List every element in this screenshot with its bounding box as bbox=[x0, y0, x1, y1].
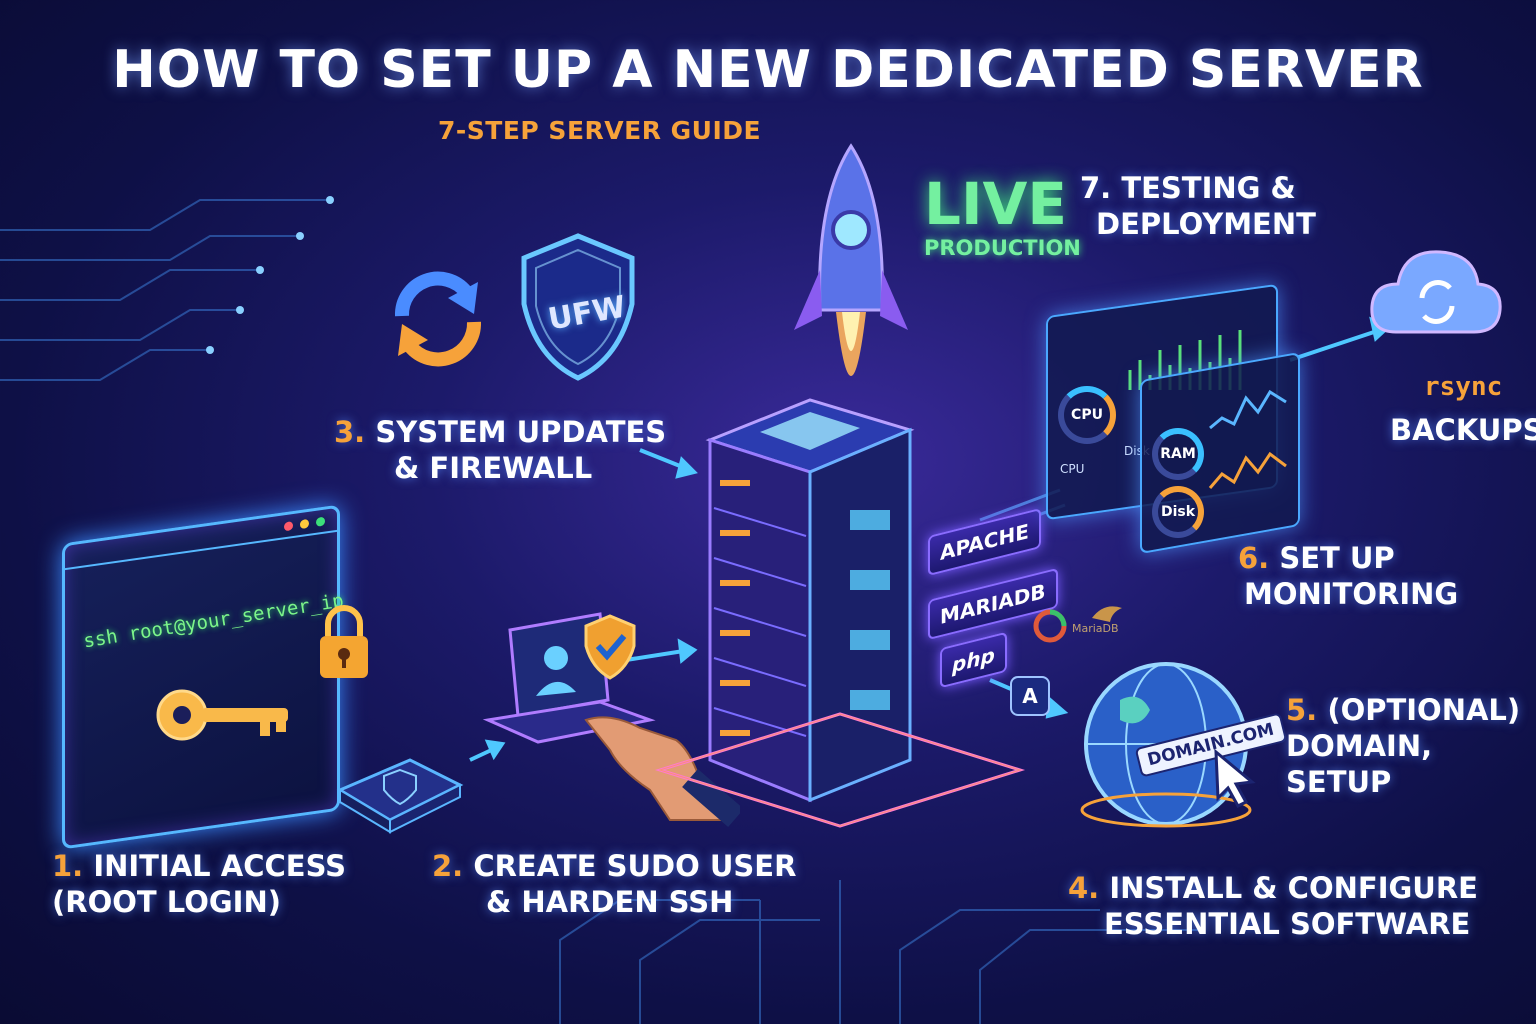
step-1-label: 1. INITIAL ACCESS(ROOT LOGIN) bbox=[52, 849, 347, 919]
shield-check-icon bbox=[584, 614, 636, 680]
line-graph-icon bbox=[1208, 389, 1287, 489]
key-icon bbox=[156, 689, 288, 741]
rocket-icon bbox=[794, 143, 908, 376]
live-label: LIVE bbox=[924, 170, 1068, 238]
step-3-label: 3. SYSTEM UPDATES& FIREWALL bbox=[334, 415, 667, 485]
rsync-label: rsync bbox=[1424, 372, 1503, 402]
server-icon bbox=[705, 398, 915, 803]
production-label: PRODUCTION bbox=[924, 236, 1081, 260]
page-title: HOW TO SET UP A NEW DEDICATED SERVER bbox=[112, 40, 1424, 100]
server-base-glow bbox=[654, 712, 1026, 828]
user-laptop-icon bbox=[482, 612, 656, 744]
padlock-icon bbox=[320, 605, 368, 678]
sync-icon bbox=[394, 271, 482, 367]
step-5-label: 5. (OPTIONAL)DOMAIN, SETUP bbox=[1286, 693, 1521, 799]
ram-gauge: RAM bbox=[1152, 428, 1204, 480]
disk-gauge: Disk bbox=[1152, 486, 1204, 538]
step-7-label: 7. TESTING &DEPLOYMENT bbox=[1080, 171, 1316, 241]
mini-cpu-label: CPU bbox=[1060, 462, 1085, 476]
cursor-icon bbox=[1214, 748, 1256, 808]
secure-device-icon bbox=[336, 758, 464, 834]
cpu-gauge: CPU bbox=[1058, 386, 1116, 444]
software-logo-icon bbox=[1033, 609, 1067, 643]
cloud-sync-icon bbox=[1370, 250, 1502, 334]
backups-label: BACKUPS bbox=[1390, 413, 1536, 447]
seal-logo-icon bbox=[1092, 606, 1122, 622]
mariadb-logo-text: MariaDB bbox=[1072, 622, 1119, 635]
page-subtitle: 7-STEP SERVER GUIDE bbox=[438, 116, 762, 145]
shield-icon bbox=[521, 233, 635, 381]
step-2-label: 2. CREATE SUDO USER& HARDEN SSH bbox=[432, 849, 797, 919]
dns-record-marker: A bbox=[1010, 676, 1050, 716]
